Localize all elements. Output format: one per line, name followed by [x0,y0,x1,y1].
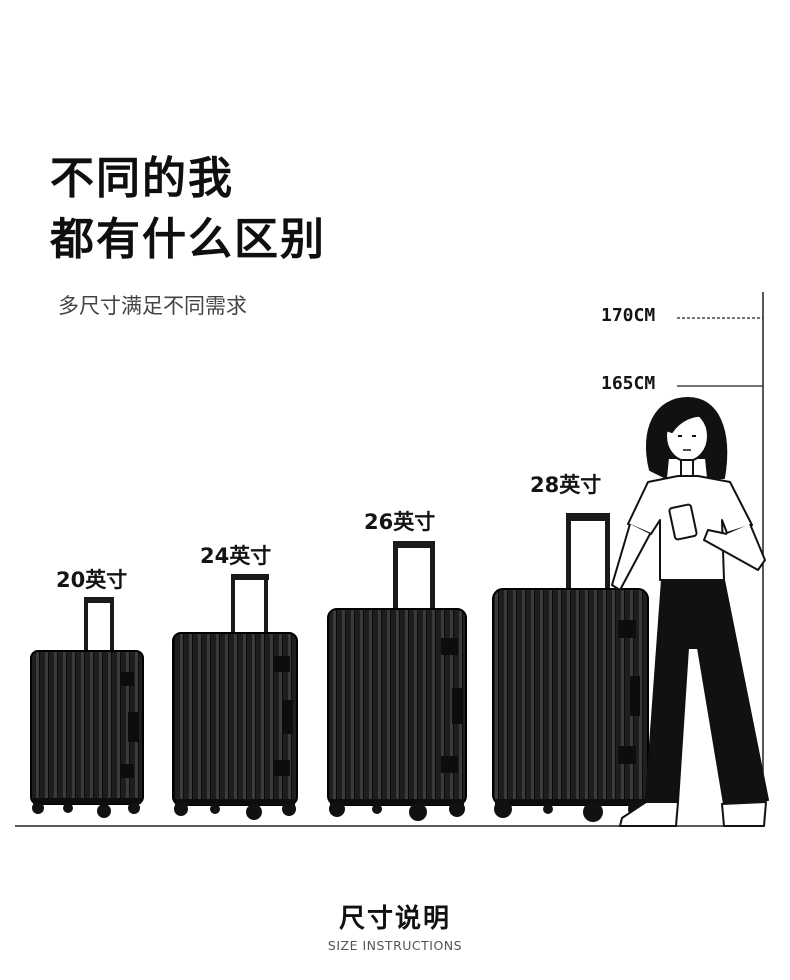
heading-line-1: 不同的我 [50,153,234,204]
footer-title: 尺寸说明 [338,904,451,934]
suitcase-26-icon [327,541,467,821]
height-165-label: 165CM [601,373,656,394]
footer-subtitle: SIZE INSTRUCTIONS [327,938,463,953]
suitcase-24-icon [172,574,298,820]
size-label-28: 28英寸 [530,473,602,497]
suitcase-28-icon [492,513,649,822]
size-label-26: 26英寸 [364,510,436,534]
heading-line-2: 都有什么区别 [50,214,326,265]
size-label-24: 24英寸 [200,544,272,568]
subtitle: 多尺寸满足不同需求 [58,294,247,318]
person-figure [611,397,769,827]
suitcase-20-icon [30,597,144,818]
size-label-20: 20英寸 [56,568,128,592]
height-170-label: 170CM [601,305,656,326]
